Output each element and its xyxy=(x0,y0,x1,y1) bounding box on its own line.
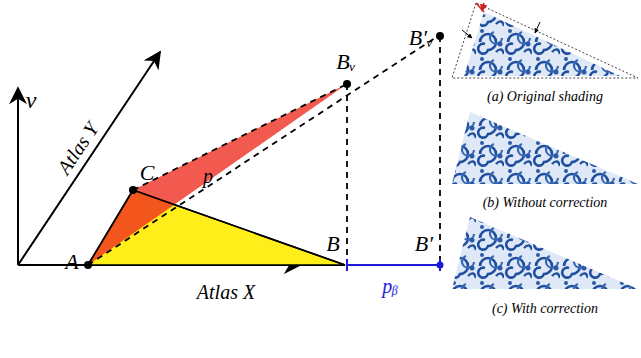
p-beta-segment xyxy=(347,259,440,271)
point-name: A xyxy=(65,251,78,273)
point-name: Bᵥ xyxy=(336,51,356,73)
dashed-guides xyxy=(88,36,440,265)
point-name: B xyxy=(326,233,339,255)
axis-name: Atlas X xyxy=(197,282,255,302)
points xyxy=(84,32,444,269)
caption: (b) Without correction xyxy=(483,196,608,210)
edge-name: p xyxy=(203,166,213,186)
axis-name: v xyxy=(26,88,37,112)
length-name: pᵦ xyxy=(382,276,398,296)
point-name: B′ᵥ xyxy=(409,27,433,49)
axes xyxy=(18,52,345,265)
point-name: C xyxy=(140,162,155,184)
caption: (c) With correction xyxy=(492,302,598,316)
thumbnails xyxy=(452,3,638,289)
caption: (a) Original shading xyxy=(487,90,603,104)
point-name: B′ xyxy=(415,233,433,255)
triangles xyxy=(88,84,347,265)
